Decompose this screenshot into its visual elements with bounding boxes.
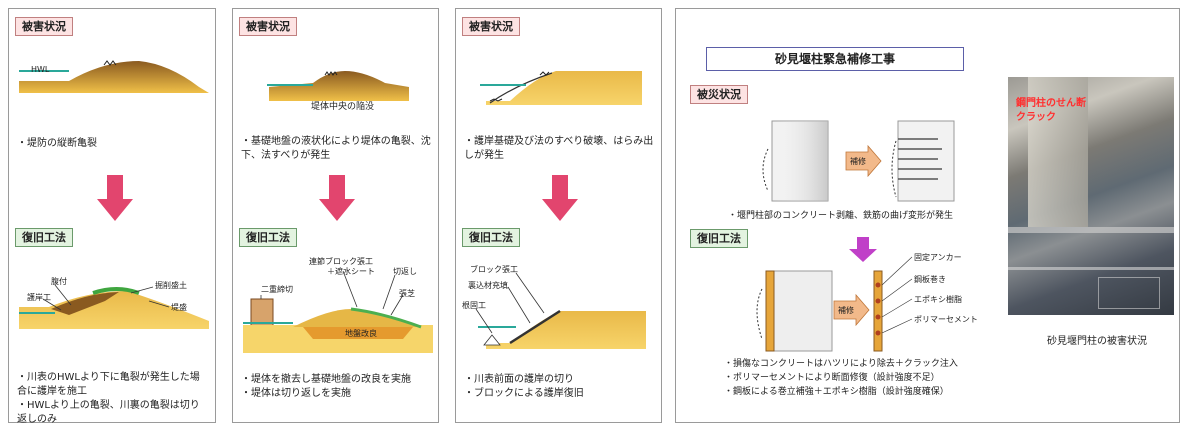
label-nijushimekiri: 二重締切 (261, 285, 293, 294)
damage-tag: 被災状況 (690, 85, 748, 104)
panel-revetment-slide: 被害状況 ・護岸基礎及び法のすべり破壊、はらみ出しが発生 復旧工法 ブロック張工… (455, 8, 662, 423)
restore-description: ・川表のHWLより下に亀裂が発生した場合に護岸を施工 ・HWLより上の亀裂、川裏… (17, 372, 200, 425)
restore-description: ・損傷なコンクリートはハツリにより除去＋クラック注入 ・ポリマーセメントにより断… (724, 359, 958, 397)
hwl-label: HWL (31, 65, 50, 74)
label-polymer: ポリマーセメント (914, 315, 978, 324)
panel-sluice-repair: 砂見堰柱緊急補修工事 被災状況 補修 ・堰門柱部のコンクリート剥離、鉄筋の曲げ変… (675, 8, 1180, 423)
damage-diagram (19, 60, 209, 104)
label-kussaku-morido: 掘削盛土 (155, 281, 187, 290)
restore-tag: 復旧工法 (462, 228, 520, 247)
damage-tag: 被害状況 (15, 17, 73, 36)
restore-diagram (475, 272, 646, 349)
label-haratsuke: 腹付 (51, 277, 67, 286)
label-teimori: 堤盛 (171, 303, 187, 312)
label-negatame: 根固工 (462, 301, 486, 310)
restore-tag: 復旧工法 (239, 228, 297, 247)
panel-liquefaction: 被害状況 堤体中央の陥没 ・基礎地盤の液状化により堤体の亀裂、沈下、法すべりが発… (232, 8, 439, 423)
label-anchor: 固定アンカー (914, 253, 962, 262)
label-urakomi: 裏込材充填 (468, 281, 508, 290)
damage-tag: 被害状況 (462, 17, 520, 36)
down-arrow-icon (849, 237, 877, 262)
damage-description: ・堰門柱部のコンクリート剥離、鉄筋の曲げ変形が発生 (728, 211, 954, 221)
restore-diagram (19, 284, 209, 329)
damage-diagram (480, 71, 642, 105)
title-box: 砂見堰柱緊急補修工事 (706, 47, 964, 71)
damage-description: ・護岸基礎及び法のすべり破壊、はらみ出しが発生 (464, 136, 654, 161)
restore-tag: 復旧工法 (15, 228, 73, 247)
damage-diagram (762, 120, 955, 202)
right-arrow-icon (845, 144, 882, 178)
label-goganko: 護岸工 (27, 293, 51, 302)
damage-description: ・基礎地盤の液状化により堤体の亀裂、沈下、法すべりが発生 (241, 136, 431, 161)
restore-diagram (243, 270, 433, 353)
restore-diagram (756, 256, 913, 352)
photo-caption: 砂見堰門柱の被害状況 (1047, 336, 1147, 347)
photo-overlay-text: 鋼門柱のせん断 クラック (1016, 98, 1086, 123)
restore-description: ・川表前面の護岸の切り ・ブロックによる護岸復旧 (464, 374, 584, 399)
down-arrow-icon (319, 175, 355, 221)
label-epoxy: エポキシ樹脂 (914, 295, 962, 304)
arrow-label-bottom: 補修 (838, 306, 854, 315)
damage-caption: 堤体中央の陥没 (311, 102, 375, 112)
arrow-label-top: 補修 (850, 157, 866, 166)
label-block: 連節ブロック張工 (309, 257, 373, 266)
damage-description: ・堤防の縦断亀裂 (17, 138, 97, 149)
label-kouban: 鋼板巻き (914, 275, 946, 284)
damage-diagram (267, 71, 409, 101)
restore-description: ・堤体を撤去し基礎地盤の改良を実施 ・堤体は切り返しを実施 (241, 374, 411, 399)
damage-tag: 被害状況 (239, 17, 297, 36)
label-shasui-sheet: ＋遮水シート (327, 267, 375, 276)
down-arrow-icon (542, 175, 578, 221)
label-kirikaeshi: 切返し (393, 267, 417, 276)
label-block-hariko: ブロック張工 (470, 265, 518, 274)
label-harishiba: 張芝 (399, 289, 415, 298)
panel-embankment-crack: 被害状況 HWL ・堤防の縦断亀裂 復旧工法 腹付 護岸工 掘削盛土 堤盛 ・川… (8, 8, 216, 425)
restore-tag: 復旧工法 (690, 229, 748, 248)
label-jiban-kairyo: 地盤改良 (345, 329, 377, 338)
right-arrow-icon (833, 293, 870, 327)
damage-photo: 鋼門柱のせん断 クラック (1008, 77, 1174, 315)
down-arrow-icon (97, 175, 133, 221)
